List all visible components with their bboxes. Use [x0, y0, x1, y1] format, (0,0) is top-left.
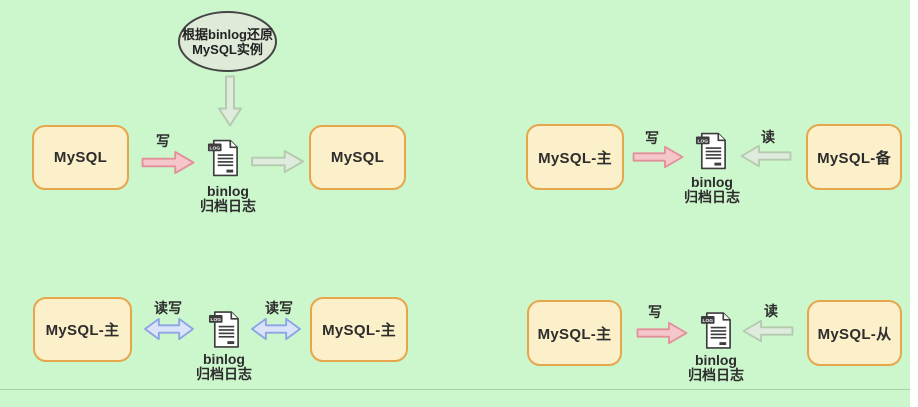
- master-backup-write-label: 写: [645, 130, 659, 146]
- binlog-caption-subtitle: 归档日志: [196, 366, 252, 382]
- restore-note-line2: MySQL实例: [192, 41, 263, 57]
- log-tag-label: LOG: [210, 146, 221, 152]
- restore-note-line1: 根据binlog还原: [182, 26, 273, 42]
- master-master-right-node: MySQL-主: [310, 297, 408, 362]
- binlog-caption-subtitle: 归档日志: [684, 189, 740, 205]
- binlog-file-icon: LOG: [700, 312, 731, 349]
- master-backup-read-label: 读: [761, 129, 775, 145]
- restore-write-arrow-icon: [141, 150, 195, 175]
- restore-down-arrow-icon: [218, 75, 242, 127]
- master-master-left-node: MySQL-主: [33, 297, 132, 362]
- master-slave-write-label: 写: [648, 304, 662, 320]
- restore-note-ellipse: 根据binlog还原 MySQL实例: [178, 11, 277, 72]
- master-master-left-readwrite-label: 读写: [154, 300, 182, 316]
- binlog-caption-title: binlog: [695, 352, 737, 368]
- binlog-file-icon: LOG: [695, 132, 726, 170]
- master-master-left-readwrite-arrow-icon: [144, 317, 194, 341]
- binlog-caption-title: binlog: [691, 174, 733, 190]
- master-slave-slave-node: MySQL-从: [807, 300, 902, 366]
- bottom-divider-line: [0, 389, 910, 390]
- master-backup-master-node: MySQL-主: [526, 124, 624, 190]
- master-backup-backup-node: MySQL-备: [806, 124, 902, 190]
- master-master-right-readwrite-label: 读写: [265, 300, 293, 316]
- master-slave-write-arrow-icon: [636, 321, 688, 345]
- binlog-file-icon: LOG: [208, 311, 239, 348]
- master-backup-read-arrow-icon: [740, 144, 792, 168]
- restore-target-node: MySQL: [309, 125, 406, 190]
- master-slave-master-node: MySQL-主: [527, 300, 622, 366]
- restore-write-label: 写: [156, 133, 170, 149]
- log-tag-label: LOG: [703, 318, 714, 324]
- master-slave-read-label: 读: [764, 303, 778, 319]
- restore-replay-arrow-icon: [251, 149, 304, 174]
- restore-source-node: MySQL: [32, 125, 129, 190]
- binlog-caption-subtitle: 归档日志: [688, 367, 744, 383]
- log-tag-label: LOG: [211, 317, 222, 323]
- master-backup-write-arrow-icon: [632, 145, 684, 169]
- binlog-caption-subtitle: 归档日志: [200, 198, 256, 214]
- right-page-margin: [910, 0, 918, 407]
- binlog-caption-title: binlog: [207, 183, 249, 199]
- master-slave-read-arrow-icon: [742, 319, 794, 343]
- master-master-right-readwrite-arrow-icon: [251, 317, 301, 341]
- binlog-file-icon: LOG: [207, 139, 238, 177]
- binlog-caption-title: binlog: [203, 351, 245, 367]
- log-tag-label: LOG: [698, 139, 709, 145]
